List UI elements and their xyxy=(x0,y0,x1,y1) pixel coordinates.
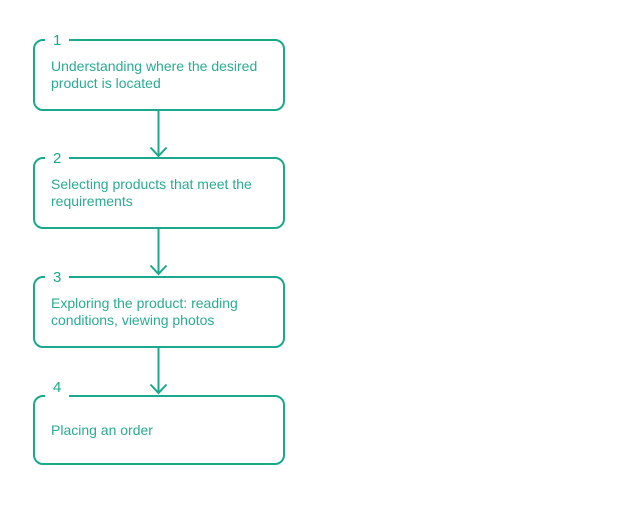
step-label: Placing an order xyxy=(51,421,153,438)
step-number-text: 1 xyxy=(53,32,62,49)
step-number: 4 xyxy=(45,379,70,406)
arrow-down-icon xyxy=(146,110,171,158)
step-box-2: 2 Selecting products that meet the requi… xyxy=(33,149,285,229)
arrow-down-icon xyxy=(146,347,171,395)
step-number: 3 xyxy=(45,268,70,287)
step-box-4: 4 Placing an order xyxy=(33,379,285,465)
step-label: Exploring the product: reading condition… xyxy=(51,295,238,328)
step-number-text: 3 xyxy=(53,269,62,286)
step-label: Selecting products that meet the require… xyxy=(51,176,252,209)
step-number: 1 xyxy=(45,31,70,50)
step-box-3: 3 Exploring the product: reading conditi… xyxy=(33,268,285,348)
step-number: 2 xyxy=(45,149,70,168)
step-box-1: 1 Understanding where the desired produc… xyxy=(33,31,285,111)
step-number-text: 2 xyxy=(53,150,62,167)
arrow-down-icon xyxy=(146,228,171,276)
step-label: Understanding where the desired product … xyxy=(51,58,258,91)
step-number-text: 4 xyxy=(53,379,62,396)
